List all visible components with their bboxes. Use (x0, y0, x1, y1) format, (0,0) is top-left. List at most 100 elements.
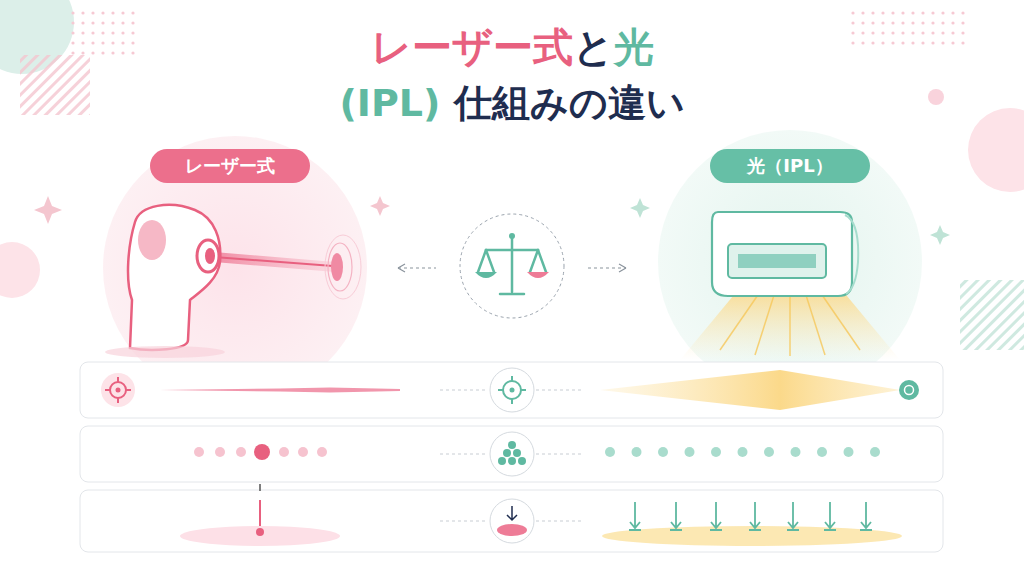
illustration-shape (521, 389, 526, 391)
illustration-shape (328, 243, 352, 291)
illustration-shape (749, 502, 761, 530)
illustration-shape (508, 441, 516, 449)
illustration-shape (105, 389, 110, 391)
illustration-shape (398, 264, 626, 272)
illustration-shape (80, 362, 943, 552)
illustration-shape (490, 368, 534, 543)
illustration-shape (518, 457, 526, 465)
illustration-shape (728, 244, 826, 278)
illustration-shape (116, 388, 121, 393)
illustration-shape (138, 220, 166, 260)
illustration-shape (605, 447, 615, 457)
illustration-shape (511, 236, 514, 292)
illustration-shape (20, 55, 90, 115)
illustration-shape (510, 388, 515, 393)
illustration-shape (511, 376, 513, 381)
illustration-shape (536, 454, 584, 455)
illustration-shape (588, 267, 626, 268)
illustration-shape (905, 386, 914, 395)
illustration-shape (370, 196, 390, 216)
illustration-shape (632, 447, 642, 457)
illustration-shape (117, 377, 119, 382)
illustration-shape (527, 272, 549, 278)
illustration-shape (511, 399, 513, 404)
illustration-shape (720, 292, 760, 350)
illustration-shape (658, 447, 668, 457)
illustration-shape (630, 198, 650, 218)
illustration-shape (490, 432, 534, 476)
illustration-shape (110, 382, 126, 398)
illustration-shape (214, 257, 333, 266)
illustration-shape (538, 250, 546, 272)
illustration-shape (508, 457, 516, 465)
illustration-shape (80, 362, 943, 418)
illustration-shape (0, 242, 40, 298)
illustration-shape (160, 388, 400, 393)
illustration-shape (605, 447, 880, 457)
illustration-shape (928, 89, 944, 105)
illustration-shape (629, 502, 641, 530)
illustration-shape (215, 447, 225, 457)
illustration-shape (680, 290, 900, 360)
laser-pill: レーザー式 (150, 149, 310, 183)
illustration-shape (214, 252, 335, 272)
illustration-shape (930, 225, 950, 245)
illustration-shape (126, 389, 131, 391)
illustration-shape (497, 524, 527, 536)
illustration-shape (279, 447, 289, 457)
illustration-shape (509, 233, 515, 239)
illustration-shape (658, 130, 922, 394)
illustration-shape (128, 205, 220, 350)
illustration-shape (70, 10, 140, 60)
illustration-shape (490, 499, 534, 543)
illustration-shape (254, 444, 270, 460)
illustration-shape (440, 390, 488, 391)
illustration-shape (34, 196, 62, 224)
illustration-shape (503, 449, 511, 457)
illustration-shape (720, 292, 860, 356)
illustration-shape (968, 108, 1024, 192)
illustration-shape (710, 502, 722, 530)
illustration-shape (398, 267, 626, 268)
illustration-shape (845, 215, 858, 294)
illustration-shape (507, 506, 517, 520)
illustration-shape (500, 293, 524, 296)
illustration-shape (685, 447, 695, 457)
illustration-shape (298, 447, 308, 457)
illustration-shape (850, 8, 970, 48)
illustration-shape (498, 457, 506, 465)
illustration-shape (398, 267, 436, 268)
illustration-shape (498, 441, 526, 465)
illustration-shape (817, 447, 827, 457)
illustration-shape (80, 490, 943, 552)
illustration-shape (820, 292, 860, 350)
illustration-shape (629, 502, 872, 530)
illustration-shape (711, 447, 721, 457)
illustration-shape (755, 292, 775, 355)
illustration-shape (824, 502, 836, 530)
illustration-shape (259, 484, 261, 491)
illustration-shape (259, 500, 261, 530)
illustration-shape (960, 280, 1024, 350)
illustration-shape (117, 398, 119, 403)
illustration-shape (870, 447, 880, 457)
illustration-shape (475, 272, 497, 278)
illustration-shape (478, 250, 486, 272)
illustration-shape (712, 212, 852, 296)
illustration-shape (844, 447, 854, 457)
illustration-shape (738, 447, 748, 457)
illustration-shape (197, 240, 219, 272)
illustration-shape (478, 236, 546, 294)
illustration-shape (80, 426, 943, 482)
illustration-shape (490, 368, 534, 412)
illustration-shape (513, 449, 521, 457)
illustration-shape (787, 502, 799, 530)
pill-label: 光（IPL） (747, 154, 832, 178)
illustration-shape (486, 249, 538, 252)
illustration-shape (670, 502, 682, 530)
illustration-shape (600, 370, 900, 410)
illustration-shape (503, 381, 521, 399)
illustration-shape (764, 447, 774, 457)
illustration-shape (860, 502, 872, 530)
